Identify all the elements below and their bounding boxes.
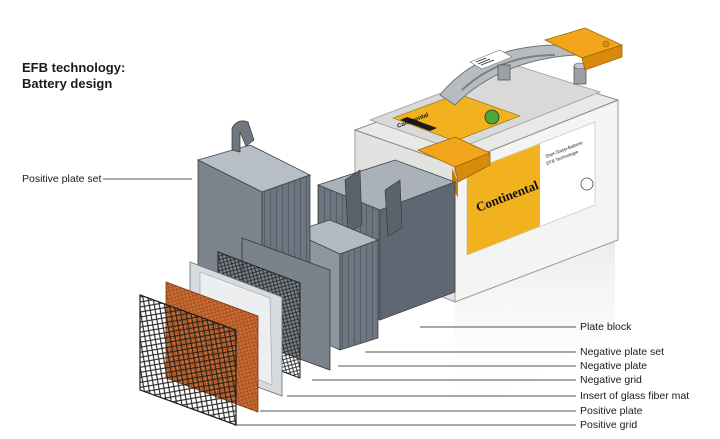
leader-lines [103, 178, 576, 426]
label-plate-block: Plate block [580, 321, 632, 333]
label-negative-plate-set: Negative plate set [580, 346, 665, 358]
terminal-cap-front [416, 136, 492, 198]
label-positive-grid: Positive grid [580, 419, 638, 431]
battery-case: Continental Start-Stopp-Batterie EFB Tec… [353, 27, 624, 420]
title-line-2: Battery design [22, 76, 113, 91]
title-line-1: EFB technology: [22, 60, 126, 75]
label-positive-plate: Positive plate [580, 405, 643, 417]
label-negative-grid: Negative grid [580, 374, 642, 386]
label-negative-plate: Negative plate [580, 360, 648, 372]
label-positive-plate-set: Positive plate set [22, 173, 102, 185]
terminal-cap-rear [543, 27, 624, 71]
label-glass-fiber-mat: Insert of glass fiber mat [580, 390, 690, 402]
page-title: EFB technology: Battery design [22, 60, 125, 92]
